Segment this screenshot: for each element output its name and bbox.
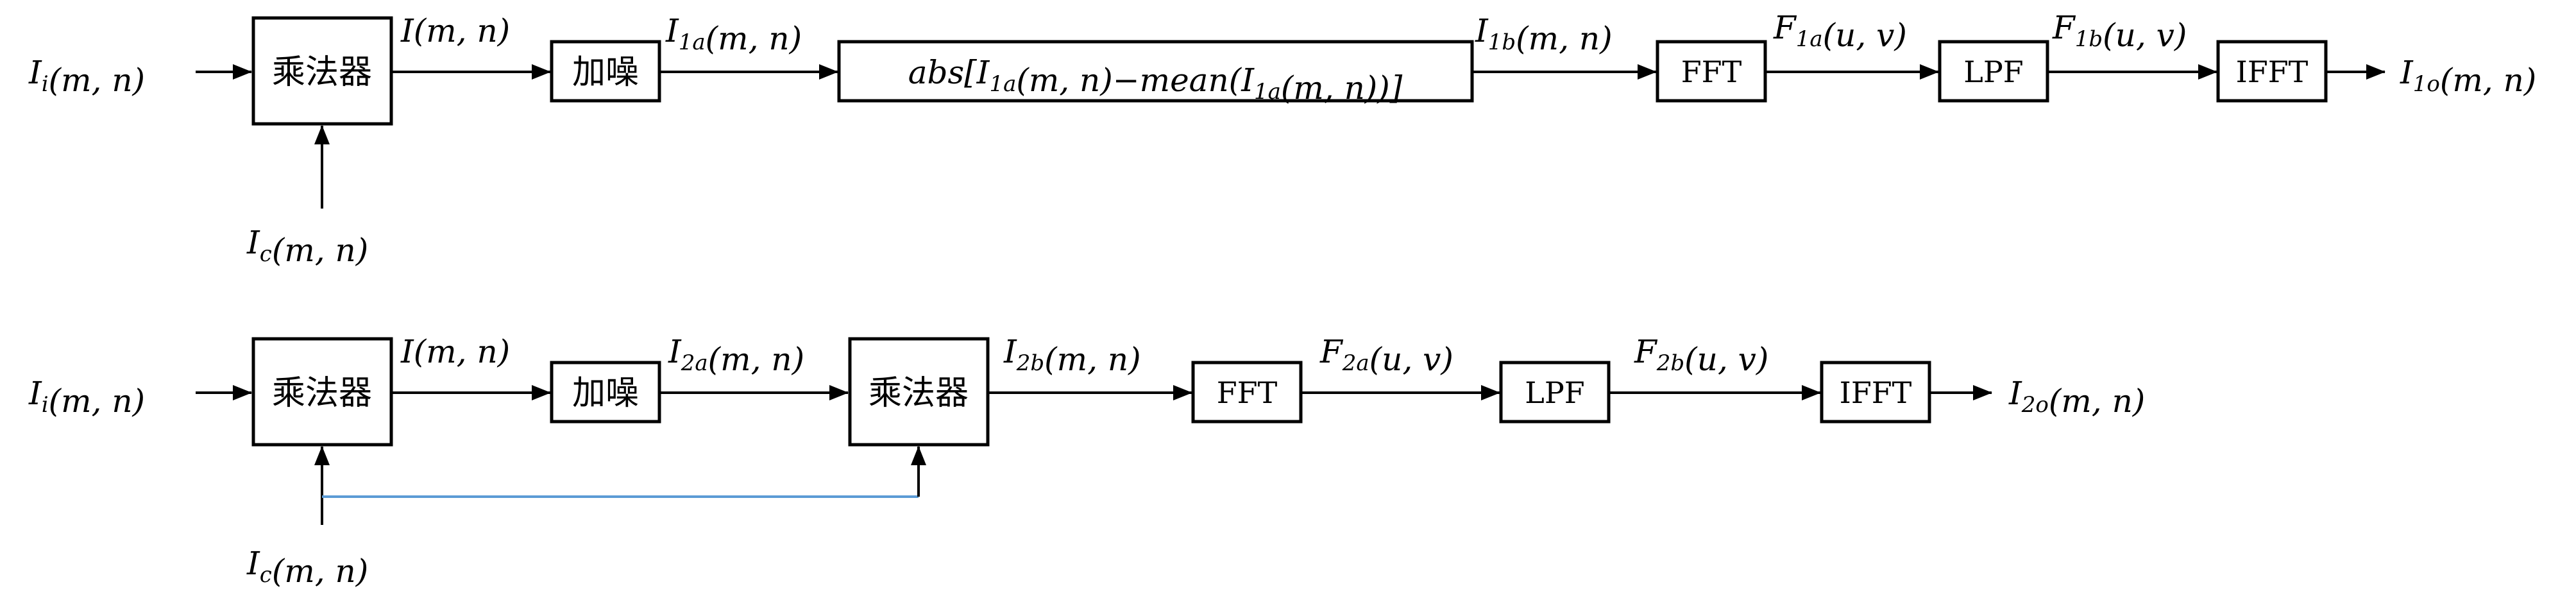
multiplier2-block	[848, 337, 990, 447]
row1-ifft-block	[2216, 40, 2328, 103]
row2-ifft-label: IFFT	[1840, 375, 1912, 410]
row1-output-label: I1o(m, n)	[2400, 54, 2536, 99]
row2-signal-I2a: I2a(m, n)	[668, 333, 804, 378]
row1-signal-F1b: F1b(u, v)	[2052, 9, 2187, 54]
row2-input-label: Ii(m, n)	[28, 375, 145, 420]
row1-carrier-label: Ic(m, n)	[246, 224, 368, 269]
row1-signal-F1a: F1a(u, v)	[1773, 9, 1907, 54]
add-noise-label: 加噪	[572, 53, 639, 92]
multiplier-block	[251, 16, 393, 126]
row2-add-noise-label: 加噪	[572, 374, 639, 413]
row1-fft-label: FFT	[1681, 55, 1742, 89]
row2-output-label: I2o(m, n)	[2008, 375, 2145, 420]
row2-signal-F2a: F2a(u, v)	[1319, 333, 1453, 378]
row2-fft-block	[1191, 361, 1303, 424]
row2-add-noise-block	[550, 361, 661, 424]
multiplier-label: 乘法器	[272, 53, 372, 92]
add-noise-block	[550, 40, 661, 103]
abs-mean-expression: abs[I1a(m, n)−mean(I1a(m, n))]	[908, 54, 1403, 107]
row1-signal-I: I(m, n)	[400, 12, 510, 49]
row1-signal-I1a: I1a(m, n)	[665, 12, 802, 57]
row1-ifft-label: IFFT	[2236, 55, 2309, 89]
row2-signal-F2b: F2b(u, v)	[1634, 333, 1768, 378]
row1-input-label: Ii(m, n)	[28, 54, 145, 99]
multiplier1-block	[251, 337, 393, 447]
row2-carrier-label: Ic(m, n)	[246, 545, 368, 590]
multiplier1-label: 乘法器	[272, 374, 372, 413]
abs-mean-block	[837, 40, 1474, 103]
row2-lpf-block	[1499, 361, 1611, 424]
row2-signal-I2b: I2b(m, n)	[1003, 333, 1141, 378]
row1-fft-block	[1656, 40, 1767, 103]
row2-signal-I: I(m, n)	[400, 333, 510, 370]
row2-fft-label: FFT	[1217, 375, 1278, 410]
row-2: Ii(m, n) 乘法器 Ic(m, n) I(m, n) 加噪 I2a(m, …	[28, 333, 2145, 590]
multiplier2-label: 乘法器	[869, 374, 969, 413]
row1-lpf-label: LPF	[1963, 55, 2023, 89]
row1-lpf-block	[1938, 40, 2049, 103]
row-1: Ii(m, n) 乘法器 Ic(m, n) I(m, n) 加噪 I1a(m, …	[28, 9, 2536, 269]
row2-ifft-block	[1820, 361, 1931, 424]
row2-lpf-label: LPF	[1525, 375, 1584, 410]
row1-signal-I1b: I1b(m, n)	[1475, 12, 1613, 57]
